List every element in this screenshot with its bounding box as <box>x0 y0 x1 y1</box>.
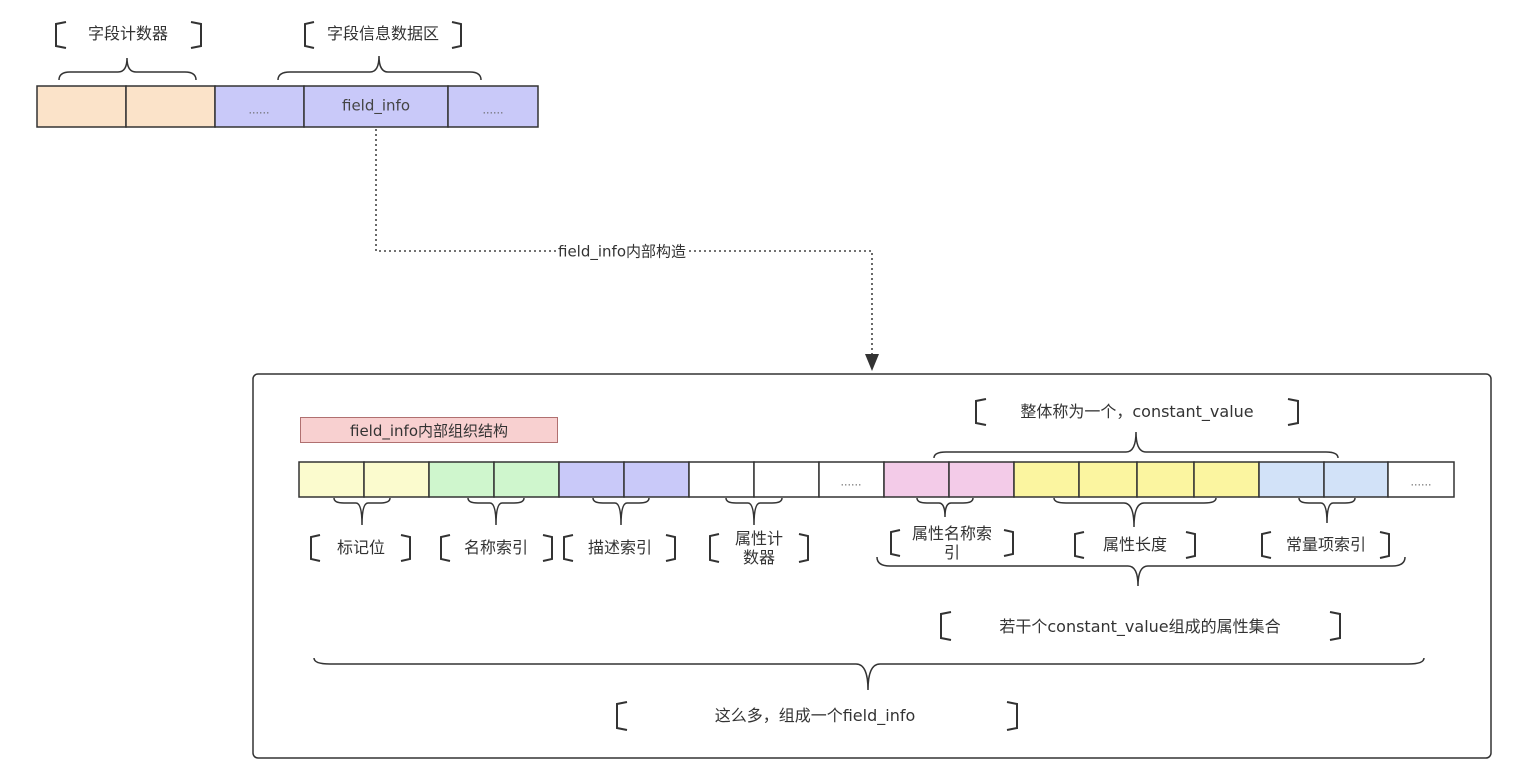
constant-value-brace <box>933 431 1339 459</box>
top-field-strip <box>36 85 539 128</box>
whole-field-info-label: 这么多，组成一个field_info <box>714 706 916 725</box>
row-dots-1: ...... <box>840 475 862 489</box>
label-descriptor-index: 描述索引 <box>587 538 653 557</box>
desc-index-cell-1 <box>558 461 625 498</box>
attr-length-brace <box>1053 497 1217 528</box>
counter-cell-2 <box>125 85 216 128</box>
whole-brace <box>313 657 1425 691</box>
attr-count-cell-2 <box>753 461 820 498</box>
data-area-label: 字段信息数据区 <box>326 24 440 43</box>
attr-length-cell-2 <box>1078 461 1138 498</box>
row-dots-2: ...... <box>1410 475 1432 489</box>
attr-set-label: 若干个constant_value组成的属性集合 <box>999 617 1281 636</box>
field-info-row <box>298 461 1455 498</box>
flag-cell-2 <box>363 461 430 498</box>
attr-length-cell-1 <box>1013 461 1080 498</box>
panel-title: field_info内部组织结构 <box>300 417 558 443</box>
const-index-brace <box>1298 497 1356 524</box>
name-index-cell-2 <box>493 461 560 498</box>
top-field-info-text: field_info <box>342 96 410 115</box>
constant-value-label: 整体称为一个，constant_value <box>1020 402 1254 421</box>
desc-index-cell-2 <box>623 461 690 498</box>
name-index-brace <box>467 497 525 526</box>
data-cell-field-info <box>303 85 449 128</box>
data-cell-dots-left <box>214 85 305 128</box>
panel-brackets <box>310 398 1390 731</box>
attr-name-cell-2 <box>948 461 1015 498</box>
top-dots-right: ...... <box>482 103 504 117</box>
attr-set-brace <box>876 556 1406 587</box>
label-attr-name-index: 属性名称索 引 <box>911 524 993 562</box>
const-index-cell-2 <box>1323 461 1389 498</box>
counter-cell-1 <box>36 85 127 128</box>
flag-cell-1 <box>298 461 365 498</box>
attr-count-cell-1 <box>688 461 755 498</box>
top-dots-left: ...... <box>248 103 270 117</box>
label-name-index: 名称索引 <box>463 538 529 557</box>
label-const-index: 常量项索引 <box>1285 535 1367 554</box>
attr-length-cell-4 <box>1193 461 1260 498</box>
data-area-brace <box>277 55 482 81</box>
attr-name-brace <box>916 497 974 518</box>
connector-label: field_info内部构造 <box>556 240 688 262</box>
attr-length-cell-3 <box>1136 461 1195 498</box>
connector-arrowhead <box>865 354 879 371</box>
name-index-cell-1 <box>428 461 495 498</box>
attr-name-cell-1 <box>883 461 950 498</box>
row-dots-cell-2 <box>1387 461 1455 498</box>
const-index-cell-1 <box>1258 461 1325 498</box>
counter-brace <box>58 57 197 81</box>
label-access-flags: 标记位 <box>336 538 386 557</box>
data-area-brackets <box>304 21 462 49</box>
counter-brackets <box>55 21 202 49</box>
label-attr-length: 属性长度 <box>1102 535 1168 554</box>
data-cell-dots-right <box>447 85 539 128</box>
flag-brace <box>333 497 391 526</box>
counter-label: 字段计数器 <box>87 24 169 43</box>
attr-count-brace <box>725 497 783 526</box>
label-attr-count: 属性计 数器 <box>734 529 784 567</box>
desc-index-brace <box>592 497 650 526</box>
under-cell-braces <box>333 497 1356 528</box>
